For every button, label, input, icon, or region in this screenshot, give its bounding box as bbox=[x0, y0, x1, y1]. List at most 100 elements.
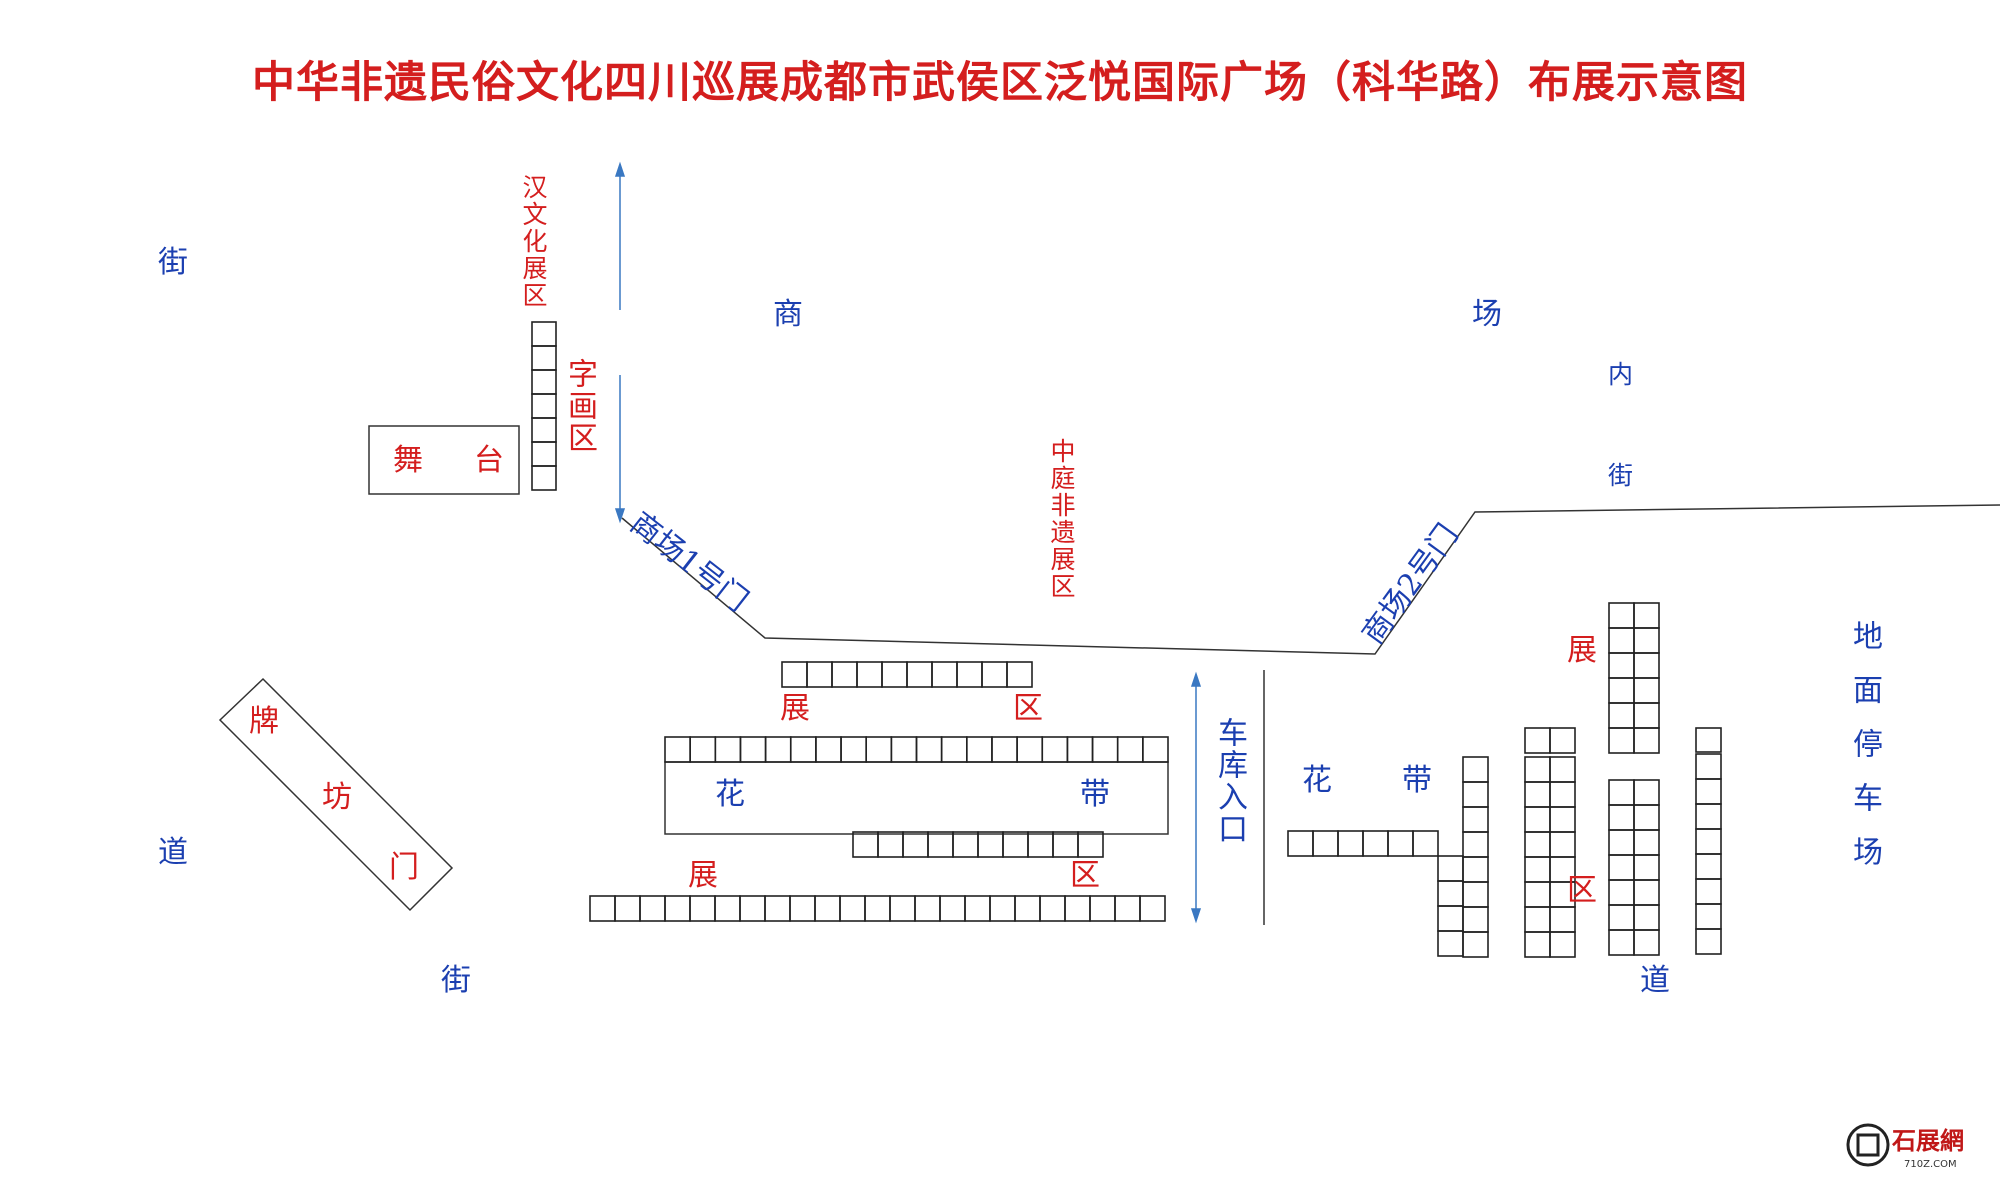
booth-flower-top bbox=[1041, 736, 1069, 763]
inner-street-jie: 街 bbox=[1608, 461, 1634, 490]
booth-flower-bottom bbox=[902, 831, 929, 858]
booth-right-pair-c bbox=[1633, 627, 1660, 654]
booth-calligraphy bbox=[531, 393, 557, 419]
booth-right-col-b bbox=[1437, 855, 1464, 882]
booth-right-col-a bbox=[1462, 906, 1489, 933]
paifang-label-fang: 坊 bbox=[322, 780, 352, 815]
booth-calligraphy bbox=[531, 345, 557, 371]
stage-label-tai: 台 bbox=[474, 443, 504, 478]
booth-exhibit-bottom bbox=[689, 895, 716, 922]
booth-right-pair-d bbox=[1608, 904, 1635, 931]
booth-flower-bottom bbox=[877, 831, 904, 858]
booth-flower-bottom bbox=[927, 831, 954, 858]
exhibit-zone-right-qu: 区 bbox=[1567, 873, 1597, 908]
booth-exhibit-bottom bbox=[1039, 895, 1066, 922]
booth-calligraphy bbox=[531, 441, 557, 467]
booth-grid-group bbox=[531, 321, 1722, 958]
booth-flower-top bbox=[965, 736, 993, 763]
booth-right-row bbox=[1337, 830, 1364, 857]
booth-right-pair-d bbox=[1608, 804, 1635, 831]
booth-right-pair-b bbox=[1524, 931, 1551, 958]
exhibit-zone-bottom-qu: 区 bbox=[1070, 858, 1100, 893]
watermark-logo: 石展網 710Z.COM bbox=[1846, 1117, 1986, 1177]
booth-exhibit-bottom bbox=[864, 895, 891, 922]
exhibit-zone-bottom-zhan: 展 bbox=[688, 858, 718, 893]
atrium-zone-label: 中庭非遗展区 bbox=[1047, 438, 1076, 600]
booth-flower-top bbox=[991, 736, 1018, 763]
street-label-mid: 道 bbox=[158, 835, 188, 870]
flower-belt-right-hua: 花 bbox=[1302, 763, 1332, 798]
booth-flower-top bbox=[915, 736, 943, 763]
ground-parking-label: 地面停车场 bbox=[1847, 620, 1882, 890]
booth-flower-bottom bbox=[852, 831, 879, 858]
booth-exhibit-top bbox=[806, 661, 833, 688]
booth-exhibit-bottom bbox=[1064, 895, 1091, 922]
booth-right-pair-d bbox=[1633, 904, 1660, 931]
booth-flower-top bbox=[815, 736, 842, 763]
booth-exhibit-bottom bbox=[839, 895, 866, 922]
booth-right-pair-c bbox=[1633, 677, 1660, 704]
booth-right-pair-d bbox=[1633, 929, 1660, 956]
booth-right-pair-c bbox=[1633, 652, 1660, 679]
booth-exhibit-bottom bbox=[589, 895, 616, 922]
dimension-arrow-top bbox=[614, 161, 626, 310]
booth-right-pair-d bbox=[1633, 779, 1660, 806]
diagram-title: 中华非遗民俗文化四川巡展成都市武侯区泛悦国际广场（科华路）布展示意图 bbox=[252, 58, 1748, 108]
booth-exhibit-bottom bbox=[964, 895, 991, 922]
flower-belt-left-hua: 花 bbox=[715, 777, 745, 812]
booth-exhibit-bottom bbox=[614, 895, 641, 922]
inner-street-nei: 内 bbox=[1608, 360, 1634, 389]
mall-label-chang: 场 bbox=[1472, 297, 1502, 332]
booth-right-single bbox=[1695, 778, 1722, 805]
booth-exhibit-bottom bbox=[814, 895, 841, 922]
booth-flower-top bbox=[865, 736, 893, 763]
booth-right-pair-c bbox=[1608, 677, 1635, 704]
booth-exhibit-top bbox=[1006, 661, 1033, 688]
booth-flower-top bbox=[789, 736, 817, 763]
booth-right-pair-c bbox=[1608, 652, 1635, 679]
booth-right-col-b bbox=[1437, 905, 1464, 932]
booth-exhibit-bottom bbox=[639, 895, 666, 922]
booth-exhibit-bottom bbox=[1139, 895, 1166, 922]
booth-exhibit-bottom bbox=[989, 895, 1016, 922]
booth-exhibit-bottom bbox=[714, 895, 741, 922]
booth-right-pair-b bbox=[1549, 781, 1576, 808]
booth-flower-bottom bbox=[1077, 831, 1104, 858]
booth-exhibit-top bbox=[881, 661, 908, 688]
street-label-bottom-right: 道 bbox=[1640, 963, 1670, 998]
calligraphy-zone-label: 字画区 bbox=[562, 358, 597, 454]
han-culture-zone-label: 汉文化展区 bbox=[519, 174, 548, 309]
exhibit-zone-top-zhan: 展 bbox=[780, 691, 810, 726]
booth-exhibit-top bbox=[831, 661, 858, 688]
street-label-top: 街 bbox=[158, 245, 188, 280]
booth-right-single bbox=[1695, 803, 1722, 830]
booth-right-pair-c bbox=[1608, 702, 1635, 729]
paifang-label-pai: 牌 bbox=[249, 704, 279, 739]
booth-right-pair-a bbox=[1549, 727, 1576, 754]
booth-exhibit-top bbox=[931, 661, 958, 688]
booth-exhibit-bottom bbox=[764, 895, 791, 922]
booth-right-pair-b bbox=[1524, 831, 1551, 858]
booth-calligraphy bbox=[531, 369, 557, 395]
booth-right-pair-a bbox=[1524, 727, 1551, 754]
booth-exhibit-bottom bbox=[889, 895, 916, 922]
booth-right-pair-c bbox=[1633, 602, 1660, 629]
booth-right-pair-d bbox=[1633, 879, 1660, 906]
mall-boundary-line bbox=[621, 504, 2000, 655]
booth-flower-top bbox=[890, 736, 918, 763]
booth-right-pair-b bbox=[1549, 931, 1576, 958]
booth-right-single bbox=[1695, 928, 1722, 955]
booth-right-pair-d bbox=[1608, 929, 1635, 956]
booth-flower-top bbox=[714, 736, 742, 763]
booth-right-pair-c bbox=[1633, 702, 1660, 729]
booth-flower-bottom bbox=[1002, 831, 1029, 858]
booth-right-pair-b bbox=[1549, 756, 1576, 783]
booth-right-pair-b bbox=[1549, 806, 1576, 833]
booth-right-pair-d bbox=[1608, 829, 1635, 856]
garage-entry-label: 车库入口 bbox=[1212, 717, 1247, 845]
booth-right-single bbox=[1695, 903, 1722, 930]
booth-right-pair-b bbox=[1524, 781, 1551, 808]
booth-right-pair-d bbox=[1608, 879, 1635, 906]
mall-label-shang: 商 bbox=[773, 297, 803, 332]
